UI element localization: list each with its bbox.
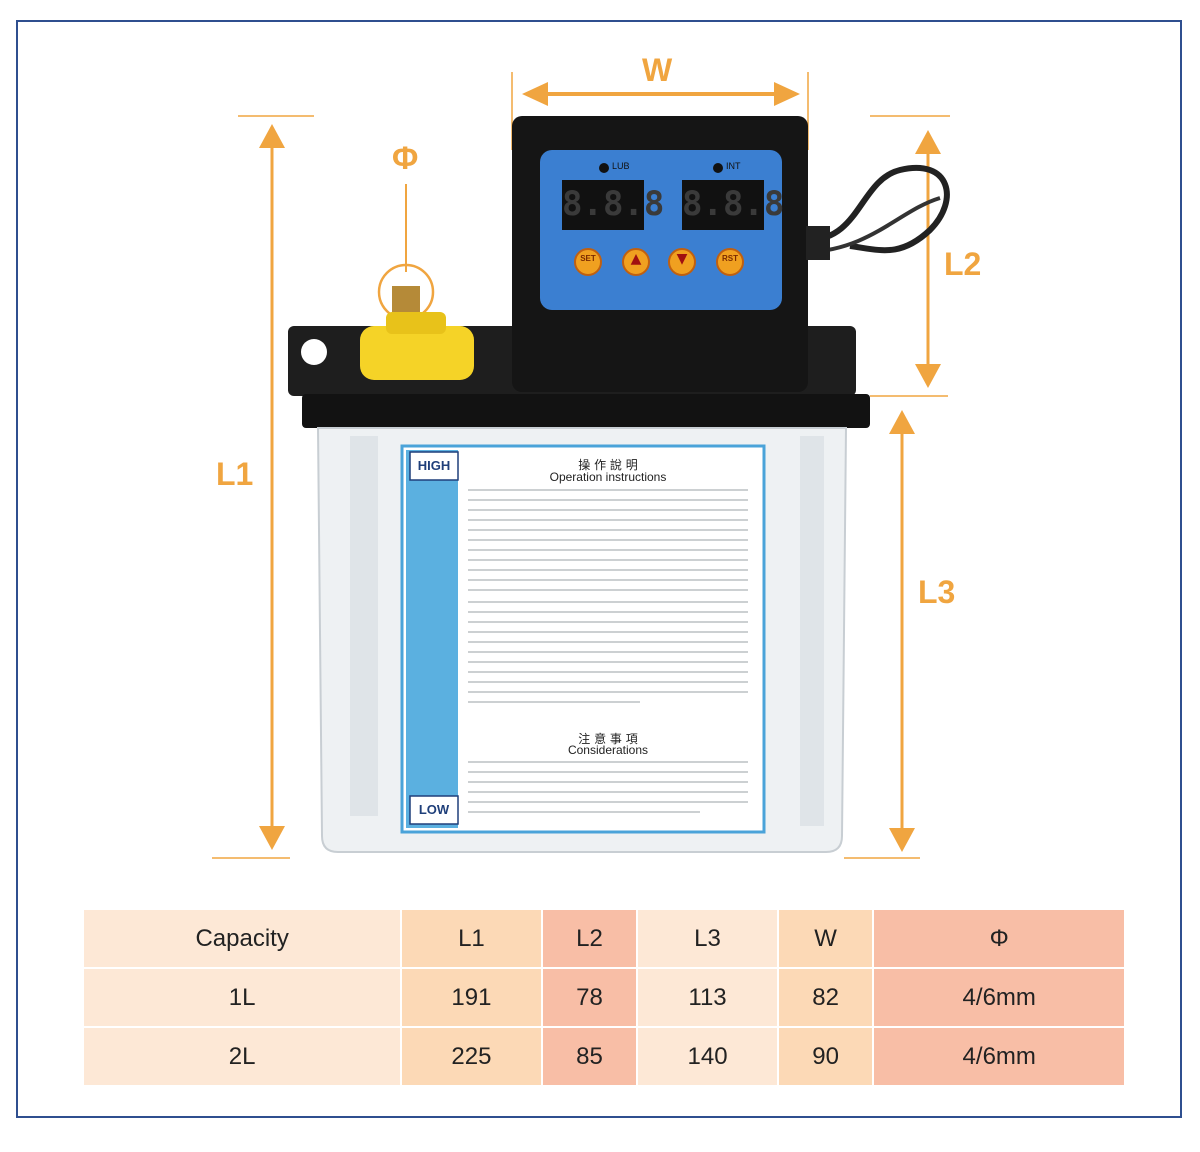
filler-cap xyxy=(360,286,474,380)
table-cell: 2L xyxy=(81,1026,403,1087)
right-led-display: 8.8.8 xyxy=(682,184,785,224)
header-cell: L3 xyxy=(636,908,779,969)
considerations-title-en: Considerations xyxy=(567,743,649,757)
table-cell: 78 xyxy=(540,967,639,1028)
low-level-label: LOW xyxy=(418,802,450,817)
l2-label: L2 xyxy=(944,246,982,282)
phi-label: Φ xyxy=(392,140,419,176)
table-cell: 4/6mm xyxy=(872,967,1126,1028)
set-button[interactable]: SET xyxy=(580,254,596,263)
tank-lid xyxy=(302,394,870,428)
up-button[interactable]: ▲ xyxy=(630,251,642,267)
rst-button[interactable]: RST xyxy=(722,254,738,263)
instructions-title-cn: 操 作 說 明 xyxy=(578,458,638,472)
table-cell: 113 xyxy=(636,967,779,1028)
table-cell: 140 xyxy=(636,1026,779,1087)
table-cell: 1L xyxy=(81,967,403,1028)
table-cell: 4/6mm xyxy=(872,1026,1126,1087)
table-cell: 90 xyxy=(776,1026,875,1087)
table-cell: 85 xyxy=(540,1026,639,1087)
table-cell: 82 xyxy=(776,967,875,1028)
high-level-label: HIGH xyxy=(417,458,451,473)
instructions-title-en: Operation instructions xyxy=(549,470,667,484)
l1-dimension-arrow xyxy=(212,115,314,859)
header-cell: L1 xyxy=(400,908,543,969)
table-row: 1L 191 78 113 82 4/6mm xyxy=(81,967,1126,1028)
l2-dimension-arrow xyxy=(870,115,950,397)
outer-frame xyxy=(16,20,1182,1118)
table-cell: 225 xyxy=(400,1026,543,1087)
l3-dimension-arrow xyxy=(844,410,920,859)
table-row: 2L 225 85 140 90 4/6mm xyxy=(81,1026,1126,1087)
table-header-row: Capacity L1 L2 L3 W Φ xyxy=(81,908,1126,969)
product-illustration xyxy=(212,72,950,859)
considerations-title-cn: 注 意 事 項 xyxy=(578,732,638,746)
header-cell: W xyxy=(776,908,875,969)
down-button[interactable]: ▼ xyxy=(676,251,688,267)
l1-label: L1 xyxy=(216,456,254,492)
instruction-sticker xyxy=(400,444,766,834)
table-cell: 191 xyxy=(400,967,543,1028)
header-cell: L2 xyxy=(540,908,639,969)
l3-label: L3 xyxy=(918,574,956,610)
header-cell: Capacity xyxy=(81,908,403,969)
w-label: W xyxy=(642,52,673,88)
lub-indicator-label: LUB xyxy=(612,161,630,171)
spec-table: Capacity L1 L2 L3 W Φ 1L 191 78 113 82 4… xyxy=(81,908,1126,1087)
control-panel xyxy=(540,150,782,310)
left-led-display: 8.8.8 xyxy=(562,184,665,224)
power-cable xyxy=(807,165,950,254)
int-indicator-label: INT xyxy=(726,161,741,171)
header-cell: Φ xyxy=(872,908,1126,969)
